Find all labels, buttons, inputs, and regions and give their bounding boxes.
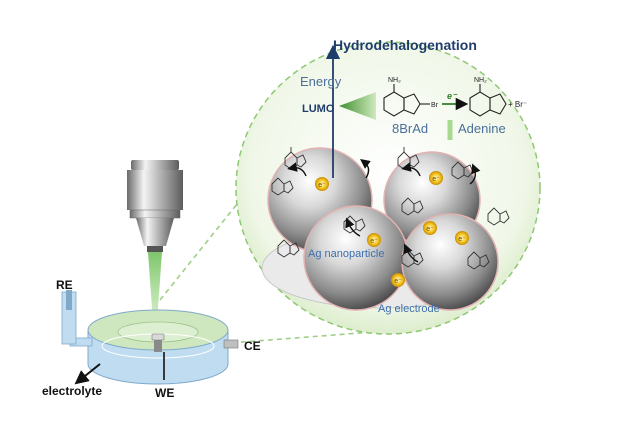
svg-text:e⁻: e⁻ — [426, 226, 434, 233]
electrolyte-label: electrolyte — [42, 384, 102, 398]
laser-beam-icon — [148, 252, 162, 322]
product-structure — [469, 84, 507, 117]
reactant-br: Br — [431, 102, 439, 109]
lumo-level — [339, 92, 376, 120]
molecule-icon — [277, 239, 300, 258]
reaction-electron-label: e⁻ — [447, 91, 458, 101]
molecule-icon — [487, 207, 510, 226]
energy-label: Energy — [300, 74, 342, 89]
svg-text:e⁻: e⁻ — [394, 278, 402, 285]
svg-text:e⁻: e⁻ — [458, 236, 466, 243]
lumo-label: LUMO — [302, 103, 335, 115]
working-electrode-label: WE — [155, 386, 174, 400]
molecule-icon — [451, 161, 474, 180]
molecule-icon — [271, 177, 294, 196]
product-label: Adenine — [458, 121, 506, 136]
electrolyte-arrow — [74, 363, 101, 385]
electrons: e⁻ e⁻ e⁻ e⁻ e⁻ e⁻ — [315, 171, 469, 287]
molecule-icon — [343, 215, 366, 234]
reaction-title: Hydrodehalogenation — [333, 37, 477, 53]
silver-sphere-icon — [401, 213, 499, 311]
molecule-icon — [401, 197, 424, 216]
reactant-structure — [383, 84, 430, 117]
molecule-icon — [467, 251, 490, 270]
product-nh2: NH₂ — [474, 77, 487, 84]
electron-transfer-arrows — [287, 159, 481, 263]
reactant-label: 8BrAd — [392, 121, 428, 136]
counter-electrode-label: CE — [244, 339, 261, 353]
nanoparticle-label: Ag nanoparticle — [308, 248, 384, 260]
objective-lens-icon — [127, 160, 183, 252]
svg-text:e⁻: e⁻ — [318, 182, 326, 189]
electrode-label: Ag electrode — [378, 303, 440, 315]
svg-text:e⁻: e⁻ — [370, 238, 378, 245]
electrochemical-cell-icon — [61, 290, 239, 385]
ag-nanoparticles — [267, 147, 499, 311]
reference-electrode-label: RE — [56, 278, 73, 292]
product-suffix: + Br⁻ — [508, 100, 527, 109]
svg-text:e⁻: e⁻ — [432, 176, 440, 183]
reactant-nh2: NH₂ — [388, 77, 401, 84]
